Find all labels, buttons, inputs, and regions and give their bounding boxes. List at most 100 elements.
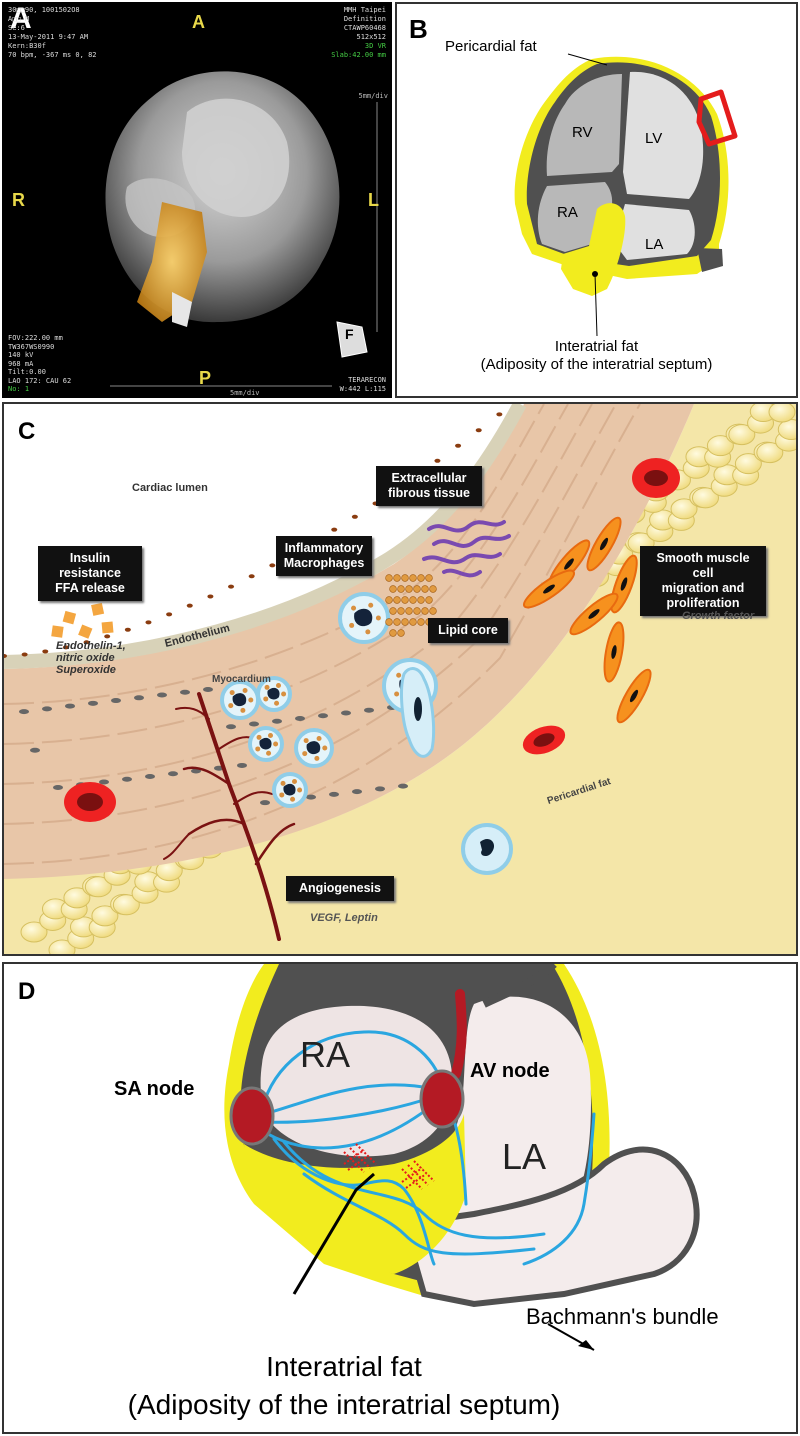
lipid-granule <box>281 691 287 697</box>
myocyte-nucleus <box>295 715 305 721</box>
lipid-granule <box>394 691 400 697</box>
scale-right: 5mm/div <box>358 92 388 100</box>
mechanism-illustration <box>4 404 796 954</box>
orient-top: A <box>192 12 205 32</box>
lipid-granule <box>256 734 262 740</box>
cube-letter: F <box>345 326 354 342</box>
lipid-granule <box>375 615 381 621</box>
lv-chamber <box>623 71 704 199</box>
endothelial-nucleus <box>42 649 49 654</box>
myocyte-nucleus <box>272 718 282 724</box>
lipid-droplet <box>425 574 433 582</box>
lipid-granule <box>264 684 270 690</box>
endothelial-nucleus <box>186 603 193 608</box>
panel-label: B <box>409 14 428 44</box>
lipid-droplet <box>425 596 433 604</box>
panel-d-conduction: D RA LA SA node AV node Bachmann's bundl… <box>2 962 798 1434</box>
myocyte-nucleus <box>260 800 270 806</box>
smooth-muscle-nucleus <box>588 609 600 619</box>
conduction-diagram <box>224 964 700 1351</box>
lipid-granule <box>351 605 357 611</box>
endothelial-nucleus <box>104 634 111 639</box>
endothelial-nucleus <box>496 412 503 417</box>
lipid-droplet <box>385 596 393 604</box>
panel-label: D <box>18 978 36 1005</box>
endothelial-nucleus <box>248 574 255 579</box>
lipid-granule <box>279 792 285 798</box>
endothelial-nucleus <box>145 620 152 625</box>
adipocyte <box>728 424 756 446</box>
lipid-droplet <box>405 585 413 593</box>
lipid-granule <box>365 629 371 635</box>
myocyte-nucleus <box>226 724 236 730</box>
ra-chamber <box>260 1005 453 1157</box>
fibrous-tissue <box>422 520 511 578</box>
adipocyte <box>63 887 91 909</box>
endothelial-nucleus <box>62 645 69 650</box>
la-label: LA <box>645 236 664 253</box>
heart-cross-section <box>514 53 738 337</box>
lipid-granule <box>314 755 320 761</box>
endothelial-nucleus <box>21 652 28 657</box>
bachmann-label: Bachmann's bundle <box>526 1304 719 1329</box>
cardiac-lumen-label: Cardiac lumen <box>132 482 208 494</box>
growth-factor-label: Growth factor <box>682 610 755 622</box>
lipid-granule <box>291 779 297 785</box>
lipid-granule <box>273 741 279 747</box>
smooth-muscle-nucleus <box>629 689 639 703</box>
smooth-muscle-nucleus <box>611 645 617 659</box>
endothelial-nucleus <box>455 443 462 448</box>
panel-label: C <box>18 418 36 445</box>
adipocyte <box>691 487 719 509</box>
myocardium-fiber <box>4 404 569 745</box>
lipid-droplet <box>417 618 425 626</box>
lipid-droplet <box>401 596 409 604</box>
lipid-granule <box>229 690 235 696</box>
lipid-granule <box>280 780 286 786</box>
smooth-muscle-nucleus <box>599 537 609 551</box>
myocyte-nucleus <box>88 700 98 706</box>
lipid-granule <box>267 733 273 739</box>
lipid-droplet <box>397 585 405 593</box>
lipid-droplet <box>393 574 401 582</box>
ct-render <box>105 71 378 387</box>
ffa-particles <box>51 602 114 639</box>
myocyte-nucleus <box>237 762 247 768</box>
smooth-muscle-nucleus <box>543 584 555 594</box>
lipid-droplet <box>417 574 425 582</box>
orient-right: L <box>368 190 379 210</box>
lipid-core-droplets <box>385 574 437 637</box>
vegf-label: VEGF, Leptin <box>310 912 378 924</box>
myocyte-nucleus <box>352 789 362 795</box>
lipid-granule <box>297 787 303 793</box>
lipid-droplet <box>385 574 393 582</box>
lipid-droplet <box>417 596 425 604</box>
orient-left: R <box>12 190 25 210</box>
endothelial-nucleus <box>228 584 235 589</box>
macrophage-nucleus <box>283 783 296 796</box>
la-label: LA <box>502 1136 547 1177</box>
lipid-droplet <box>385 618 393 626</box>
adipocyte <box>48 939 76 954</box>
lipid-droplet <box>421 607 429 615</box>
endothelial-nucleus <box>207 594 214 599</box>
myocyte-nucleus <box>329 791 339 797</box>
lipid-core-box: Lipid core <box>428 618 508 643</box>
myocyte-nucleus <box>65 703 75 709</box>
lipid-droplet <box>409 618 417 626</box>
endothelial-nucleus <box>4 654 7 658</box>
lipid-granule <box>240 707 246 713</box>
lipid-granule <box>316 735 322 741</box>
lipid-droplet <box>389 607 397 615</box>
lipid-droplet <box>405 607 413 615</box>
myocyte-nucleus <box>145 773 155 779</box>
lipid-granule <box>228 703 234 709</box>
myocyte-nucleus <box>191 768 201 774</box>
sa-node-shape <box>229 1086 275 1146</box>
scale-bottom: 5mm/div <box>230 389 260 397</box>
coronary-vessel <box>451 989 467 1079</box>
macrophage-nucleus <box>354 608 373 627</box>
lipid-granule <box>255 746 261 752</box>
